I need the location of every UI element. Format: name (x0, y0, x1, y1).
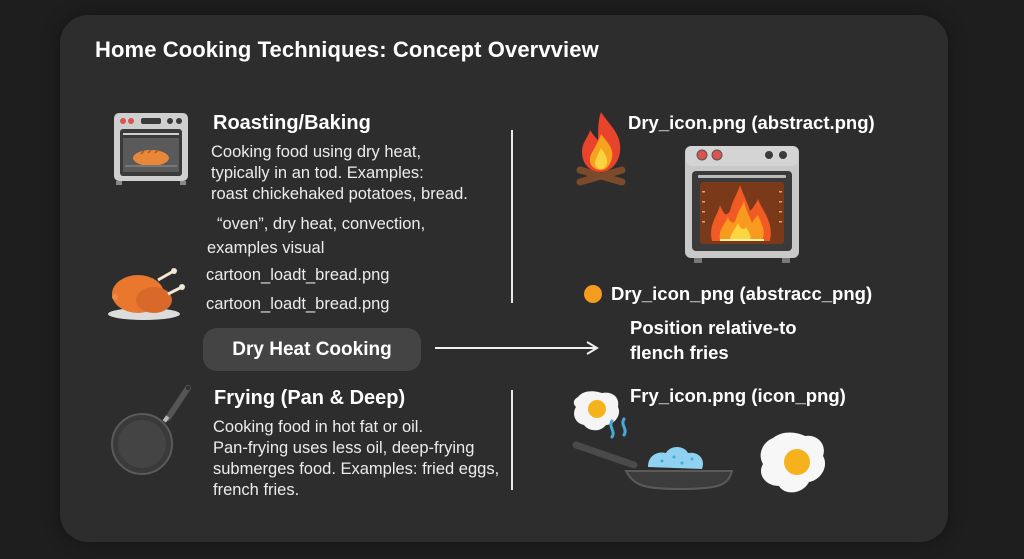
dry-icon-label-2: Dry_icon_png (abstracc_png) (611, 283, 873, 304)
vertical-divider-bottom (511, 390, 513, 490)
roasting-desc-line: Cooking food using dry heat, (211, 143, 422, 161)
frying-heading: Frying (Pan & Deep) (214, 387, 406, 409)
roast-turkey-icon (108, 266, 188, 329)
fry-icon-label: Fry_icon.png (icon_png) (630, 385, 846, 406)
dry-icon-label: Dry_icon.png (abstract.png) (628, 112, 875, 133)
pan-steam-icon (572, 415, 734, 500)
frying-desc-line: Pan-frying uses less oil, deep-frying (213, 439, 475, 457)
frying-desc-line: Cooking food in hot fat or oil. (213, 418, 424, 436)
frying-desc-line: french fries. (213, 481, 300, 499)
frying-pan-icon (110, 382, 194, 481)
position-note: Position relative-to flench fries (630, 315, 797, 365)
keywords-line: “oven”, dry heat, convection, (217, 215, 426, 233)
orange-dot-icon (584, 285, 602, 303)
oven-fire-icon (684, 145, 800, 270)
frying-desc-line: submerges food. Examples: fried eggs, (213, 460, 500, 478)
position-line: flench fries (630, 342, 729, 363)
oven-bread-icon (113, 112, 189, 191)
image-label-2: cartoon_loadt_bread.png (206, 295, 390, 313)
roasting-keywords: “oven”, dry heat, convection, examples v… (207, 212, 425, 260)
campfire-icon (576, 110, 626, 191)
right-arrow-icon (435, 340, 601, 361)
fried-egg-large-icon (757, 430, 829, 501)
vertical-divider-top (511, 130, 513, 303)
roasting-desc-line: roast chickehaked potatoes, bread. (211, 185, 468, 203)
frying-description: Cooking food in hot fat or oil. Pan-fryi… (213, 417, 499, 501)
roasting-heading: Roasting/Baking (213, 112, 371, 134)
dry-heat-cooking-pill[interactable]: Dry Heat Cooking (203, 328, 421, 371)
roasting-desc-line: typically in an tod. Examples: (211, 164, 424, 182)
roasting-description: Cooking food using dry heat, typically i… (211, 142, 468, 205)
keywords-line: examples visual (207, 239, 325, 257)
image-label-1: cartoon_loadt_bread.png (206, 266, 390, 284)
fried-egg-icon (570, 387, 624, 438)
position-line: Position relative-to (630, 317, 797, 338)
page-title: Home Cooking Techniques: Concept Overvvi… (95, 37, 599, 62)
